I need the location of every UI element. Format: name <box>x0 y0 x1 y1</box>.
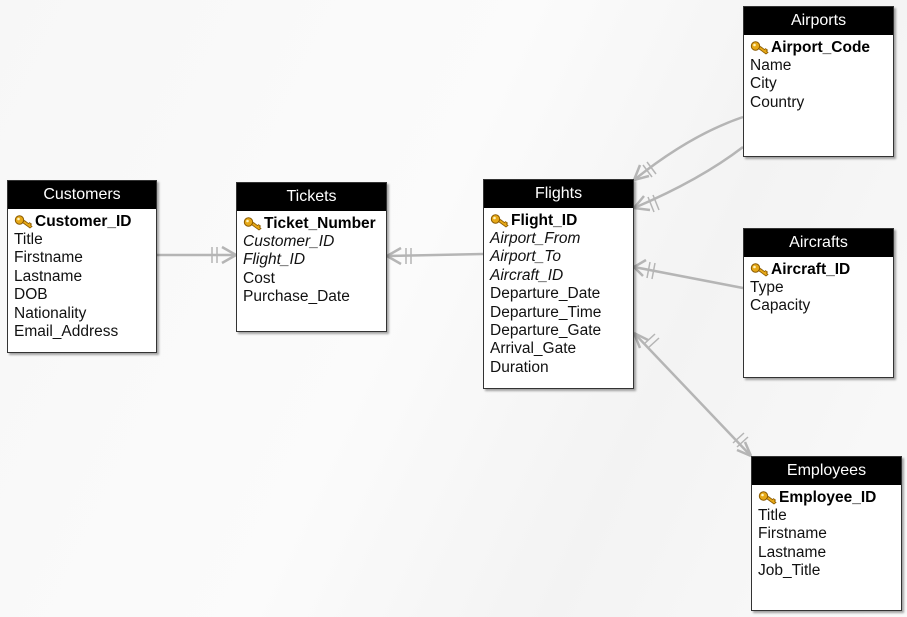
foreign-key-attribute: Flight_ID <box>243 251 306 269</box>
entity-attributes: Ticket_Number Customer_ID Flight_ID Cost… <box>237 211 386 311</box>
key-icon <box>750 262 769 276</box>
entity-attributes: Aircraft_ID Type Capacity <box>744 257 893 320</box>
key-icon <box>490 213 509 227</box>
key-icon <box>14 214 33 228</box>
attribute: Email_Address <box>14 323 119 341</box>
entity-title: Aircrafts <box>744 229 893 257</box>
attribute: Duration <box>490 358 549 376</box>
attribute: DOB <box>14 286 48 304</box>
attribute: Arrival_Gate <box>490 340 577 358</box>
primary-key-label: Ticket_Number <box>264 214 376 232</box>
entity-title: Customers <box>8 181 156 209</box>
relationship-aircrafts-flights[interactable] <box>633 258 744 290</box>
attribute: City <box>750 75 777 93</box>
attribute: Firstname <box>14 249 83 267</box>
attribute: Country <box>750 93 805 111</box>
foreign-key-attribute: Airport_To <box>490 248 561 266</box>
attribute: Departure_Date <box>490 285 601 303</box>
attribute: Lastname <box>758 543 827 561</box>
relationship-airports-flights-from[interactable] <box>632 115 744 182</box>
attribute: Cost <box>243 269 275 287</box>
primary-key-row: Customer_ID <box>14 212 150 231</box>
attribute: Title <box>758 507 787 524</box>
attribute: Title <box>14 231 43 248</box>
attribute: Lastname <box>14 267 83 285</box>
entity-employees[interactable]: Employees Employee_ID Title Firstname La… <box>751 456 902 611</box>
primary-key-label: Airport_Code <box>771 38 871 56</box>
entity-airports[interactable]: Airports Airport_Code Name City Country <box>743 6 894 157</box>
primary-key-row: Ticket_Number <box>243 214 380 233</box>
attribute: Purchase_Date <box>243 288 350 306</box>
entity-title: Tickets <box>237 183 386 211</box>
primary-key-label: Aircraft_ID <box>771 260 851 278</box>
primary-key-label: Flight_ID <box>511 211 578 229</box>
attribute: Departure_Time <box>490 303 602 321</box>
entity-title: Airports <box>744 7 893 35</box>
entity-tickets[interactable]: Tickets Ticket_Number Customer_ID Flight… <box>236 182 387 332</box>
attribute: Capacity <box>750 297 811 315</box>
attribute: Job_Title <box>758 562 821 580</box>
primary-key-label: Customer_ID <box>35 212 132 230</box>
relationship-airports-flights-to[interactable] <box>633 146 744 213</box>
key-icon <box>243 216 262 230</box>
attribute: Name <box>750 57 792 74</box>
attribute: Departure_Gate <box>490 322 602 340</box>
entity-attributes: Customer_ID Title Firstname Lastname DOB… <box>8 209 156 345</box>
entity-title: Flights <box>484 180 633 208</box>
entity-customers[interactable]: Customers Customer_ID Title Firstname La… <box>7 180 157 353</box>
entity-aircrafts[interactable]: Aircrafts Aircraft_ID Type Capacity <box>743 228 894 378</box>
entity-flights[interactable]: Flights Flight_ID Airport_From Airport_T… <box>483 179 634 389</box>
relationship-flights-employees[interactable] <box>632 331 753 458</box>
relationship-flights-tickets[interactable] <box>386 246 484 266</box>
primary-key-row: Employee_ID <box>758 488 895 507</box>
primary-key-row: Airport_Code <box>750 38 887 57</box>
primary-key-row: Flight_ID <box>490 211 627 230</box>
relationship-customers-tickets[interactable] <box>157 245 237 265</box>
entity-attributes: Airport_Code Name City Country <box>744 35 893 116</box>
entity-attributes: Employee_ID Title Firstname Lastname Job… <box>752 485 901 585</box>
foreign-key-attribute: Customer_ID <box>243 233 335 250</box>
attribute: Nationality <box>14 304 87 322</box>
key-icon <box>750 40 769 54</box>
foreign-key-attribute: Aircraft_ID <box>490 266 564 284</box>
primary-key-label: Employee_ID <box>779 488 877 506</box>
foreign-key-attribute: Airport_From <box>490 230 581 247</box>
entity-title: Employees <box>752 457 901 485</box>
entity-attributes: Flight_ID Airport_From Airport_To Aircra… <box>484 208 633 381</box>
primary-key-row: Aircraft_ID <box>750 260 887 279</box>
key-icon <box>758 490 777 504</box>
attribute: Type <box>750 279 784 296</box>
attribute: Firstname <box>758 525 827 543</box>
